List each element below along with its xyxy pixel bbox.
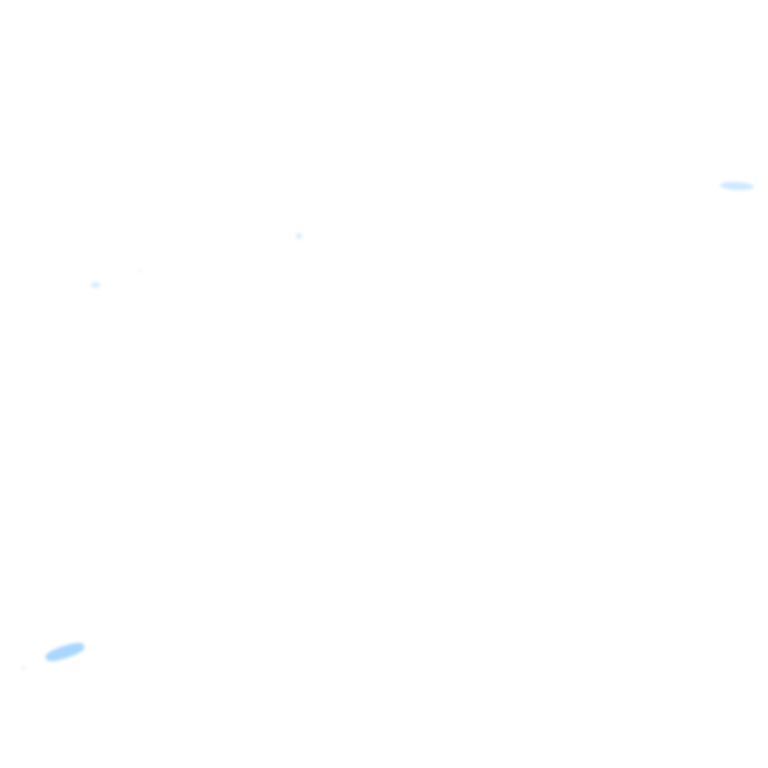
speck-top-right — [719, 181, 755, 191]
speck-bottom-left-tiny — [22, 667, 25, 670]
speck-upper-center — [296, 233, 302, 239]
speck-left-small — [91, 282, 100, 288]
speck-bottom-left — [44, 640, 86, 664]
speck-left-tiny — [139, 269, 142, 272]
